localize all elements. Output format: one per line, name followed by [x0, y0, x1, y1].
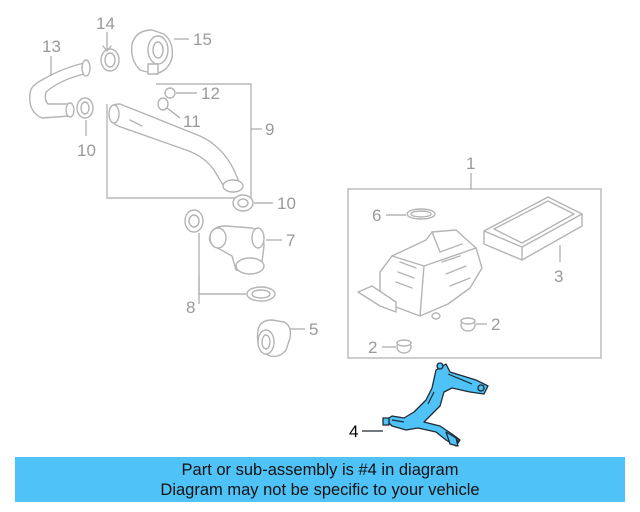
part-6-gasket [386, 208, 436, 220]
label-14: 14 [96, 14, 115, 33]
air-cleaner-housing [357, 229, 483, 320]
part-9-intake-pipe [108, 103, 244, 193]
part-15-valve [130, 29, 189, 75]
label-1: 1 [466, 154, 475, 173]
part-13-hose [29, 56, 91, 119]
label-4: 4 [349, 422, 358, 441]
part-11-grommet [157, 97, 181, 119]
label-11: 11 [183, 112, 201, 131]
part-5-sensor-tube [256, 319, 305, 358]
info-banner: Part or sub-assembly is #4 in diagram Di… [15, 457, 625, 502]
banner-line-2: Diagram may not be specific to your vehi… [160, 480, 480, 499]
banner-line-1: Part or sub-assembly is #4 in diagram [181, 460, 459, 479]
part-2-grommet-bottom [382, 339, 412, 354]
part-3-filter [483, 196, 583, 262]
part-10-clamp-middle [232, 194, 273, 212]
part-14-clamp [100, 32, 120, 72]
part-12-fitting [164, 87, 197, 99]
label-10-middle: 10 [277, 194, 296, 213]
group-box-1 [347, 173, 602, 359]
label-2-bottom: 2 [368, 338, 377, 357]
label-3: 3 [554, 267, 563, 286]
label-8: 8 [186, 298, 195, 317]
label-9: 9 [265, 120, 274, 139]
part-10-clamp-upper [76, 97, 94, 136]
label-12: 12 [201, 84, 220, 103]
label-6: 6 [372, 206, 381, 225]
part-2-grommet-right [460, 317, 487, 332]
part-4-bracket-highlighted [362, 362, 489, 447]
label-15: 15 [193, 30, 212, 49]
label-2-right: 2 [491, 315, 500, 334]
label-5: 5 [309, 320, 318, 339]
part-8-clamps [184, 209, 276, 304]
label-13: 13 [42, 37, 61, 56]
label-10-upper: 10 [77, 141, 96, 160]
part-7-elbow-duct [208, 225, 282, 275]
label-7: 7 [286, 231, 295, 250]
